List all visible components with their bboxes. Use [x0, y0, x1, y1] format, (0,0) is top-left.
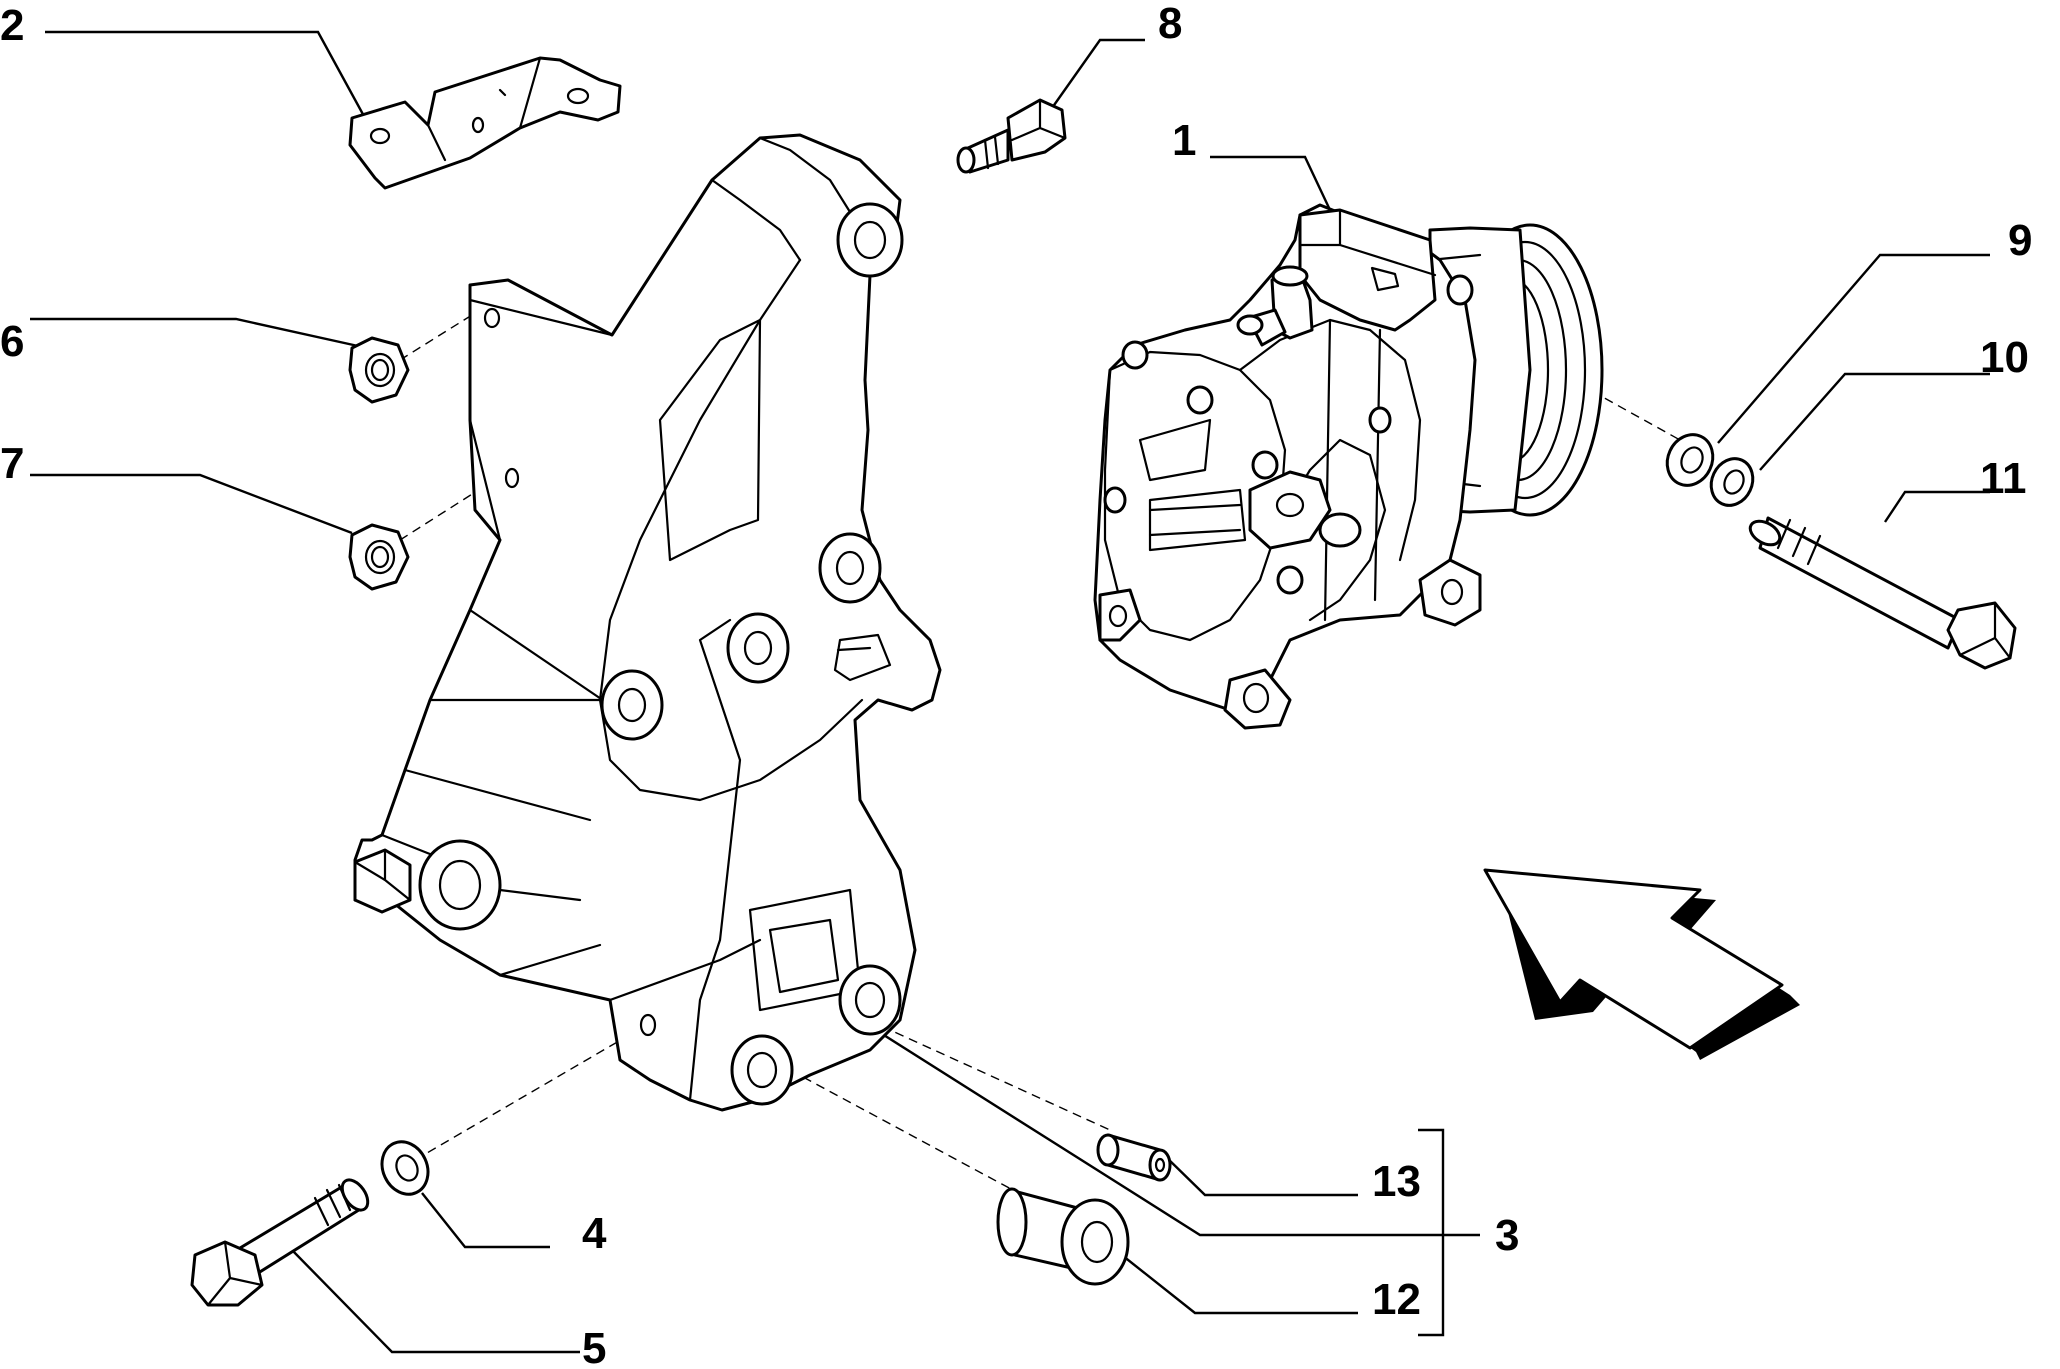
callout-10: 10 — [1980, 333, 2029, 382]
leader-5 — [289, 1247, 580, 1354]
leader-7 — [30, 473, 353, 535]
nut-7 — [348, 523, 410, 591]
callout-5: 5 — [582, 1324, 606, 1369]
bracket-tab — [353, 848, 412, 914]
sleeve-13 — [1096, 1133, 1172, 1182]
leader-9 — [1717, 253, 1990, 444]
callout-4: 4 — [582, 1209, 607, 1258]
leader-11 — [1884, 490, 1990, 523]
support-bracket — [353, 133, 942, 1112]
leader-4 — [421, 1192, 550, 1249]
bolt-8 — [956, 98, 1067, 174]
leader-13 — [1164, 1155, 1358, 1197]
bushing-12 — [996, 1187, 1130, 1286]
leader-1 — [1210, 155, 1332, 211]
callout-6: 6 — [0, 317, 24, 366]
side-fitting — [1248, 470, 1362, 550]
dash-nut-6 — [399, 304, 489, 361]
callout-9: 9 — [2008, 216, 2032, 265]
bolt-5 — [190, 1178, 370, 1307]
callout-3: 3 — [1495, 1211, 1519, 1260]
washer-4 — [380, 1140, 430, 1196]
callout-13: 13 — [1372, 1157, 1421, 1206]
callout-7: 7 — [0, 439, 24, 488]
callout-11: 11 — [1980, 454, 2027, 503]
callout-12: 12 — [1372, 1275, 1421, 1324]
boss-mid — [726, 612, 790, 684]
callout-8: 8 — [1158, 0, 1182, 48]
dash-washer-4 — [414, 1019, 656, 1161]
leader-2 — [45, 30, 367, 119]
callout-1: 1 — [1172, 116, 1196, 165]
leader-6 — [30, 317, 359, 348]
washer-10 — [1709, 457, 1755, 507]
leader-lines — [30, 30, 1990, 1354]
service-port — [1236, 265, 1314, 347]
bolt-11 — [1748, 516, 2017, 670]
callout-2: 2 — [0, 1, 24, 50]
boss-left — [600, 669, 664, 741]
dash-bushing-12 — [789, 1069, 1051, 1211]
small-bracket — [348, 56, 622, 190]
nut-6 — [348, 336, 410, 404]
leader-10 — [1759, 372, 1990, 471]
boss-upper-mid — [818, 532, 882, 604]
washer-9 — [1665, 433, 1715, 487]
dash-sleeve-13 — [867, 1019, 1111, 1131]
leader-12 — [1112, 1247, 1358, 1315]
boss-lower-right — [838, 964, 902, 1036]
direction-arrow — [1483, 868, 1800, 1060]
boss-top — [836, 202, 904, 278]
compressor-bolts — [1103, 274, 1474, 595]
boss-pivot — [418, 839, 502, 931]
leader-3 — [859, 1018, 1480, 1237]
leader-8 — [1051, 38, 1145, 109]
compressor — [1093, 203, 1604, 730]
bracket-3 — [1418, 1128, 1445, 1337]
boss-lower-left — [730, 1034, 794, 1106]
